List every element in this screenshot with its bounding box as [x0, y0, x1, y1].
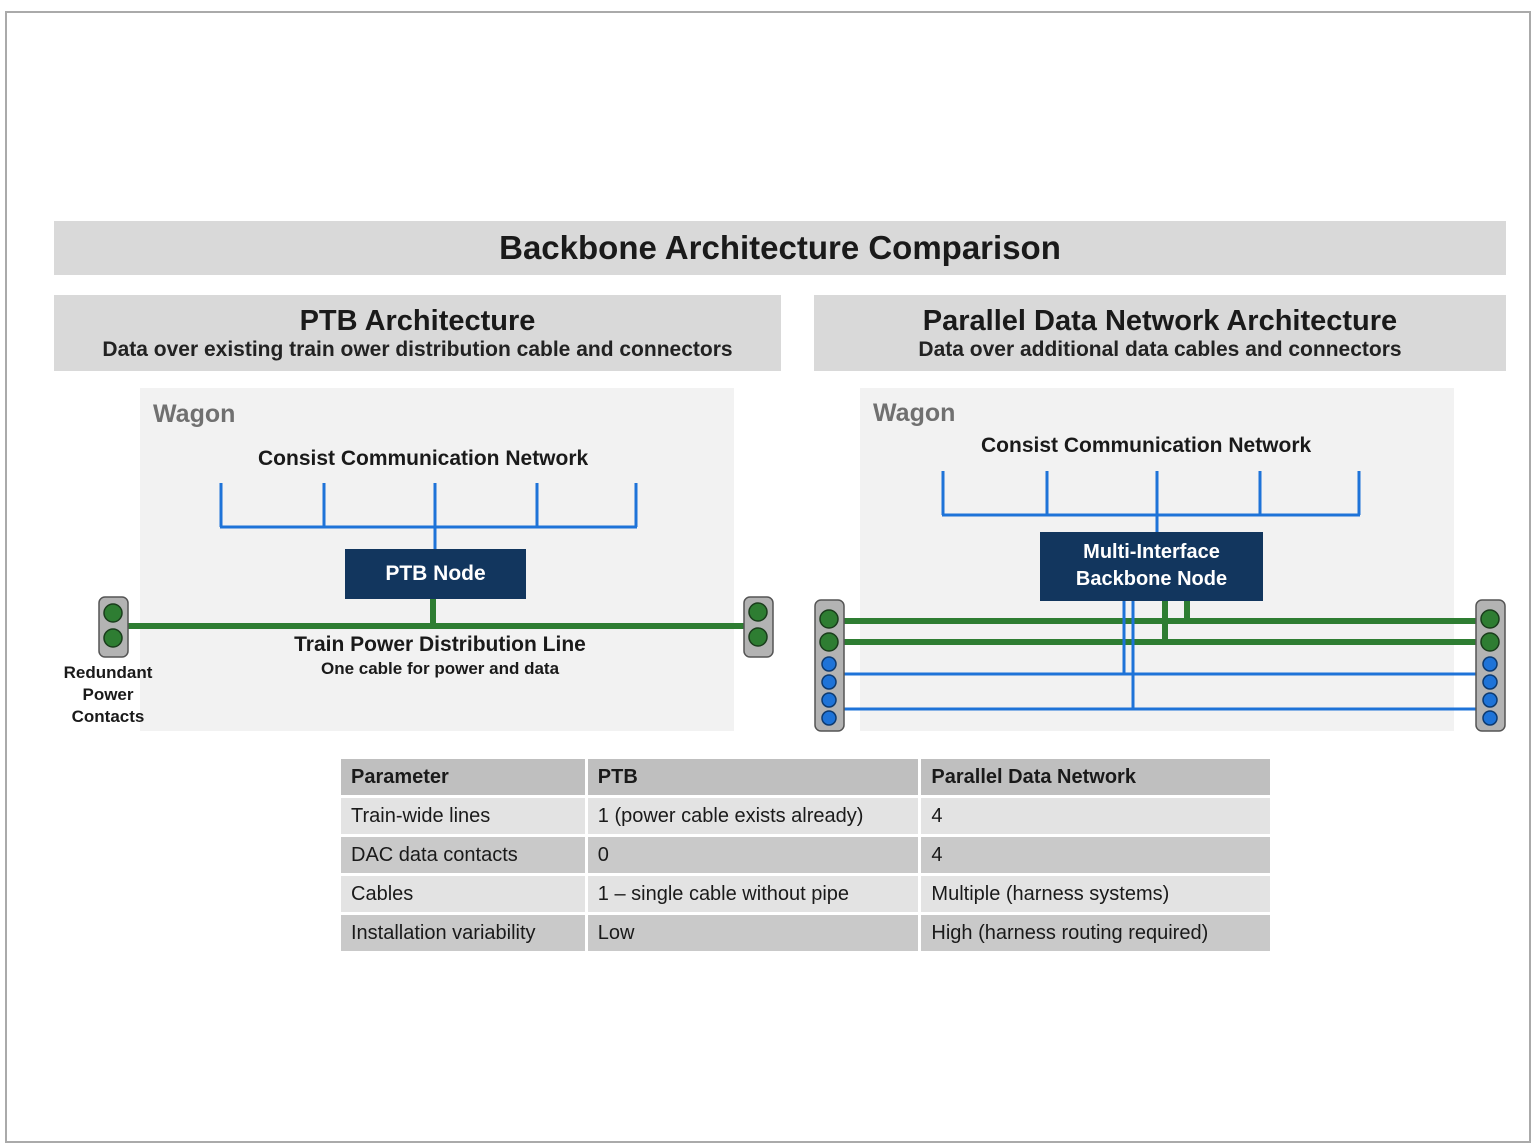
- power-contact: [103, 603, 123, 623]
- parallel-right-connector: [1475, 599, 1506, 732]
- data-contact: [1482, 692, 1498, 708]
- data-contact: [1482, 656, 1498, 672]
- table-cell: DAC data contacts: [341, 837, 585, 873]
- table-cell: Train-wide lines: [341, 798, 585, 834]
- parallel-wagon-label: Wagon: [873, 399, 956, 427]
- table-cell: 0: [587, 837, 919, 873]
- power-line-subtitle: One cable for power and data: [320, 659, 560, 678]
- main-title: Backbone Architecture Comparison: [499, 229, 1061, 266]
- ptb-wagon-label: Wagon: [153, 400, 236, 428]
- ptb-network-comb: [219, 483, 638, 549]
- ptb-power-line: [126, 599, 746, 629]
- power-contact: [1480, 609, 1500, 629]
- header-parallel: Parallel Data Network: [921, 759, 1270, 795]
- header-ptb: PTB: [587, 759, 919, 795]
- data-contact: [821, 692, 837, 708]
- parallel-architecture-banner: Parallel Data Network Architecture Data …: [814, 295, 1506, 371]
- parallel-network-label: Consist Communication Network: [981, 434, 1312, 457]
- power-contact: [819, 632, 839, 652]
- parallel-data-lines: [842, 601, 1478, 711]
- power-contact: [819, 609, 839, 629]
- power-contact: [1480, 632, 1500, 652]
- table-cell: 4: [921, 798, 1270, 834]
- table-cell: 1 (power cable exists already): [587, 798, 919, 834]
- ptb-node: PTB Node: [345, 549, 526, 599]
- table-row: DAC data contacts 0 4: [341, 837, 1270, 873]
- table-row: Train-wide lines 1 (power cable exists a…: [341, 798, 1270, 834]
- parallel-architecture-subtitle: Data over additional data cables and con…: [918, 338, 1402, 361]
- table-cell: 4: [921, 837, 1270, 873]
- ptb-architecture-title: PTB Architecture: [299, 305, 536, 337]
- redundant-contacts-label: Redundant Power Contacts: [48, 662, 168, 728]
- table-cell: Low: [587, 915, 919, 951]
- table-cell: Installation variability: [341, 915, 585, 951]
- power-contact: [748, 602, 768, 622]
- power-contact: [748, 627, 768, 647]
- node-label-line: Backbone Node: [1075, 568, 1228, 590]
- table-cell: Multiple (harness systems): [921, 876, 1270, 912]
- table-cell: Cables: [341, 876, 585, 912]
- parallel-network-comb: [941, 471, 1361, 532]
- ptb-network-label: Consist Communication Network: [258, 447, 589, 470]
- table-header-row: Parameter PTB Parallel Data Network: [341, 759, 1270, 795]
- power-contact: [103, 628, 123, 648]
- table-row: Installation variability Low High (harne…: [341, 915, 1270, 951]
- ptb-right-connector: [743, 596, 774, 658]
- multi-interface-backbone-node: Multi-Interface Backbone Node: [1040, 532, 1263, 601]
- parallel-left-connector: [814, 599, 845, 732]
- table-cell: High (harness routing required): [921, 915, 1270, 951]
- parallel-architecture-title: Parallel Data Network Architecture: [922, 305, 1398, 337]
- node-label-line: Multi-Interface: [1083, 541, 1220, 563]
- ptb-architecture-banner: PTB Architecture Data over existing trai…: [54, 295, 781, 371]
- data-contact: [821, 656, 837, 672]
- comparison-table: Parameter PTB Parallel Data Network Trai…: [338, 756, 1273, 954]
- parallel-power-lines: [842, 601, 1478, 645]
- data-contact: [821, 710, 837, 726]
- data-contact: [821, 674, 837, 690]
- contacts-label-line: Contacts: [71, 707, 145, 726]
- ptb-architecture-subtitle: Data over existing train ower distributi…: [102, 338, 733, 361]
- table-row: Cables 1 – single cable without pipe Mul…: [341, 876, 1270, 912]
- ptb-left-connector: [98, 596, 129, 658]
- power-line-title: Train Power Distribution Line: [294, 633, 586, 656]
- table-cell: 1 – single cable without pipe: [587, 876, 919, 912]
- data-contact: [1482, 710, 1498, 726]
- header-parameter: Parameter: [341, 759, 585, 795]
- data-contact: [1482, 674, 1498, 690]
- contacts-label-line: Power: [82, 685, 134, 704]
- main-title-banner: Backbone Architecture Comparison: [54, 221, 1506, 275]
- contacts-label-line: Redundant: [63, 663, 153, 682]
